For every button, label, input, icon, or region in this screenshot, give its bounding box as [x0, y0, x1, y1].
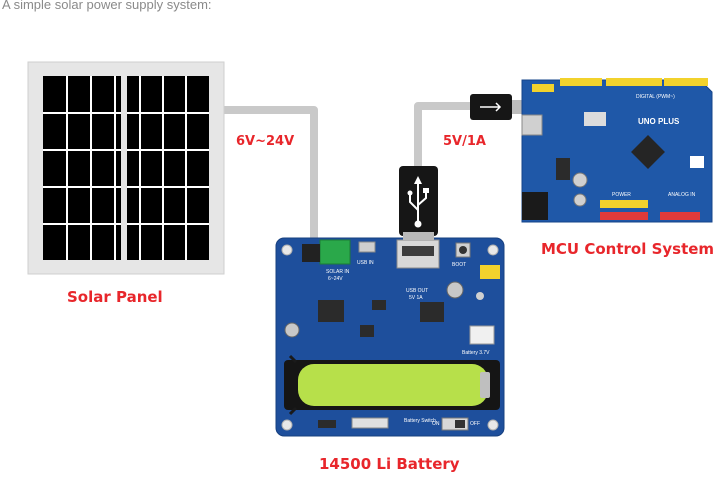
silk-solar-in: SOLAR IN: [326, 269, 350, 275]
silk-uno-plus: UNO PLUS: [638, 117, 680, 126]
solar-panel: [27, 61, 225, 275]
mcu-label: MCU Control System: [541, 240, 715, 258]
silk-digital: DIGITAL (PWM~): [636, 94, 675, 100]
panel-voltage-label: 6V~24V: [236, 134, 295, 149]
output-rating-label: 5V/1A: [443, 134, 486, 149]
silk-usb-in: USB IN: [357, 260, 374, 266]
silk-on: ON: [432, 421, 440, 427]
solar-cable: [205, 106, 318, 240]
solar-panel-label: Solar Panel: [67, 288, 163, 306]
mcu-board: DIGITAL (PWM~) UNO PLUS POWER ANALOG IN: [521, 78, 713, 223]
micro-usb-plug: [470, 94, 526, 120]
silk-usb-out-rating: 5V 1A: [409, 295, 423, 301]
usb-symbol-icon: [407, 176, 429, 228]
silk-power: POWER: [612, 192, 631, 198]
silk-battery-switch: Battery Switch: [404, 418, 436, 424]
silk-usb-out: USB OUT: [406, 288, 428, 294]
silk-solar-range: 6~24V: [328, 276, 343, 282]
caption: A simple solar power supply system:: [2, 0, 212, 12]
power-manager-board: SOLAR IN 6~24V USB IN USB OUT 5V 1A BOOT…: [275, 237, 505, 437]
silk-off: OFF: [470, 421, 480, 427]
battery-label: 14500 Li Battery: [319, 455, 460, 473]
silk-analog-in: ANALOG IN: [668, 192, 696, 198]
silk-boot: BOOT: [452, 262, 466, 268]
silk-battery-rating: Battery 3.7V: [462, 350, 490, 356]
